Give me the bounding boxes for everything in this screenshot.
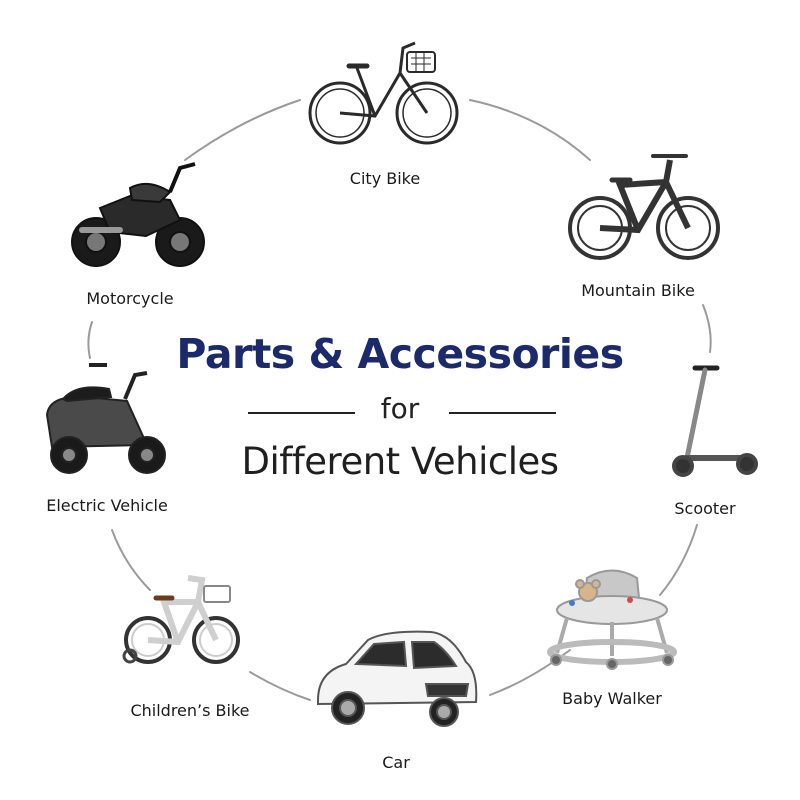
vehicle-label: Motorcycle [86,289,174,308]
title-line-3: Different Vehicles [241,440,559,483]
ring-arc [111,529,151,591]
car-icon [317,630,478,727]
electric-scooter-icon [45,363,166,474]
vehicle-label: Scooter [674,499,736,518]
title-line-2: for [380,392,420,425]
vehicle-motorcycle: Motorcycle [30,148,230,308]
city-bike-icon [308,41,459,145]
ring-arc [659,524,698,596]
vehicle-mountain-bike: Mountain Bike [538,140,738,300]
ring-arc [184,99,301,161]
title-rule-right [449,412,556,414]
childrens-bike-icon [122,575,240,664]
vehicle-label: City Bike [349,169,421,188]
ring-arc [249,671,311,701]
vehicle-scooter: Scooter [605,358,800,518]
vehicle-label: Car [382,753,410,772]
kick-scooter-icon [672,365,758,477]
vehicle-label: Mountain Bike [581,281,695,300]
title-rule-left [248,412,355,414]
vehicle-baby-walker: Baby Walker [512,548,712,708]
vehicle-label: Baby Walker [562,689,662,708]
motorcycle-icon [71,162,205,267]
vehicle-childrens-bike: Children’s Bike [90,560,290,720]
vehicle-car: Car [296,612,496,772]
vehicle-label: Electric Vehicle [46,496,168,515]
vehicle-electric-vehicle: Electric Vehicle [7,355,207,515]
ring-arc [87,321,93,359]
title-line-1: Parts & Accessories [176,330,624,378]
baby-walker-icon [547,569,677,670]
vehicle-city-bike: City Bike [285,28,485,188]
vehicle-label: Children’s Bike [130,701,250,720]
ring-arc [469,99,591,161]
mountain-bike-icon [568,154,720,260]
ring-arc [702,304,712,353]
